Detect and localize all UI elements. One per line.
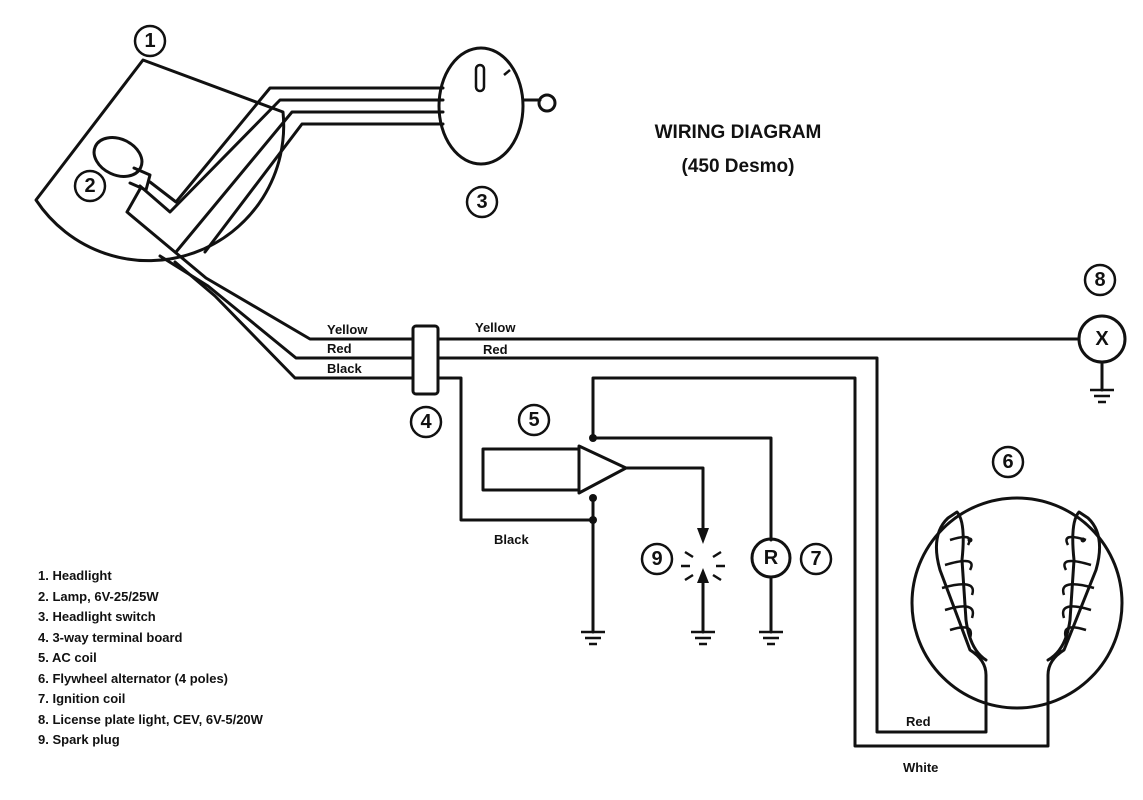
legend-item-flywheel-alternator: 6. Flywheel alternator (4 poles) — [38, 670, 228, 686]
switch-knob — [537, 93, 557, 113]
headlight — [34, 58, 286, 263]
alternator-winding-left — [941, 535, 975, 639]
switch-wire-4 — [203, 122, 445, 254]
spark-rays — [681, 550, 725, 582]
switch-slot — [474, 63, 486, 93]
legend-item-spark-plug: 9. Spark plug — [38, 732, 120, 747]
label-yellow-left: Yellow — [327, 322, 368, 337]
yellow-wire-left — [125, 187, 415, 341]
svg-text:1: 1 — [144, 30, 155, 52]
ground-spark-plug — [691, 630, 715, 646]
svg-text:7: 7 — [810, 548, 821, 570]
label-white-alternator: White — [903, 760, 938, 775]
black-wire-bottom — [436, 376, 595, 522]
legend-item-headlight: 1. Headlight — [38, 568, 112, 583]
spark-arrow-up — [697, 568, 709, 583]
ignition-coil-symbol: R — [764, 547, 779, 569]
legend: 1. Headlight 2. Lamp, 6V-25/25W 3. Headl… — [38, 566, 263, 751]
lamp-bulb — [92, 136, 144, 178]
diagram-subtitle: (450 Desmo) — [682, 156, 795, 177]
alternator-pin-left — [967, 537, 973, 543]
ac-coil-core — [577, 444, 628, 495]
svg-text:9: 9 — [651, 548, 662, 570]
legend-item-lamp: 2. Lamp, 6V-25/25W — [38, 588, 159, 604]
ignition-coil-wire — [591, 436, 773, 542]
svg-text:6: 6 — [1002, 451, 1013, 473]
lamp-socket — [128, 166, 152, 192]
headlight-switch — [437, 46, 557, 166]
label-red-alternator: Red — [906, 714, 931, 729]
license-plate-light: X — [1077, 314, 1127, 404]
ac-coil-box — [481, 447, 581, 492]
callout-3: 3 — [465, 185, 499, 219]
callout-4: 4 — [409, 405, 443, 439]
callout-2: 2 — [73, 169, 107, 203]
legend-item-headlight-switch: 3. Headlight switch — [38, 609, 156, 624]
callout-9: 9 — [640, 542, 674, 576]
legend-item-ignition-coil: 7. Ignition coil — [38, 691, 126, 706]
spark-plug-wire — [624, 466, 705, 537]
label-black-left: Black — [327, 361, 362, 376]
switch-tick — [503, 69, 511, 76]
ac-coil — [481, 434, 628, 634]
switch-wire-2 — [138, 98, 445, 214]
svg-text:2: 2 — [84, 175, 95, 197]
headlight-shell — [34, 58, 286, 263]
spark-arrow-down — [697, 528, 709, 544]
alternator-pole-left — [934, 510, 988, 702]
white-wire — [591, 376, 1050, 748]
callout-1: 1 — [133, 24, 167, 58]
red-wire-right — [436, 356, 988, 734]
terminal-board — [411, 324, 440, 396]
alternator-pin-right — [1080, 537, 1086, 543]
label-red-left: Red — [327, 341, 352, 356]
ground-ignition-coil — [759, 630, 783, 646]
svg-text:4: 4 — [420, 411, 432, 433]
alternator-pole-right — [1046, 510, 1102, 702]
callout-8: 8 — [1083, 263, 1117, 297]
headlight-switch-body — [437, 46, 525, 166]
flywheel-alternator — [910, 496, 1124, 710]
svg-text:8: 8 — [1094, 269, 1105, 291]
legend-item-terminal-board: 4. 3-way terminal board — [38, 629, 183, 645]
callout-6: 6 — [991, 445, 1025, 479]
svg-text:5: 5 — [528, 409, 539, 431]
spark-plug — [681, 550, 725, 634]
callout-7: 7 — [799, 542, 833, 576]
label-black-bottom: Black — [494, 532, 529, 547]
label-red-right: Red — [483, 342, 508, 357]
callout-5: 5 — [517, 403, 551, 437]
diagram-title: WIRING DIAGRAM — [655, 122, 822, 143]
label-yellow-right: Yellow — [475, 320, 516, 335]
lamp — [92, 136, 152, 192]
alternator-winding-right — [1061, 535, 1095, 639]
license-light-symbol: X — [1095, 328, 1109, 350]
legend-item-license-plate-light: 8. License plate light, CEV, 6V-5/20W — [38, 711, 263, 727]
switch-wire-1 — [148, 86, 445, 204]
ground-ac-coil — [581, 630, 605, 646]
svg-text:3: 3 — [476, 191, 487, 213]
ground-license-light — [1090, 388, 1114, 404]
alternator-circle — [910, 496, 1124, 710]
legend-item-ac-coil: 5. AC coil — [38, 650, 97, 665]
ignition-coil: R — [750, 537, 792, 634]
switch-wire-3 — [174, 110, 445, 254]
black-wire-left — [173, 260, 415, 380]
